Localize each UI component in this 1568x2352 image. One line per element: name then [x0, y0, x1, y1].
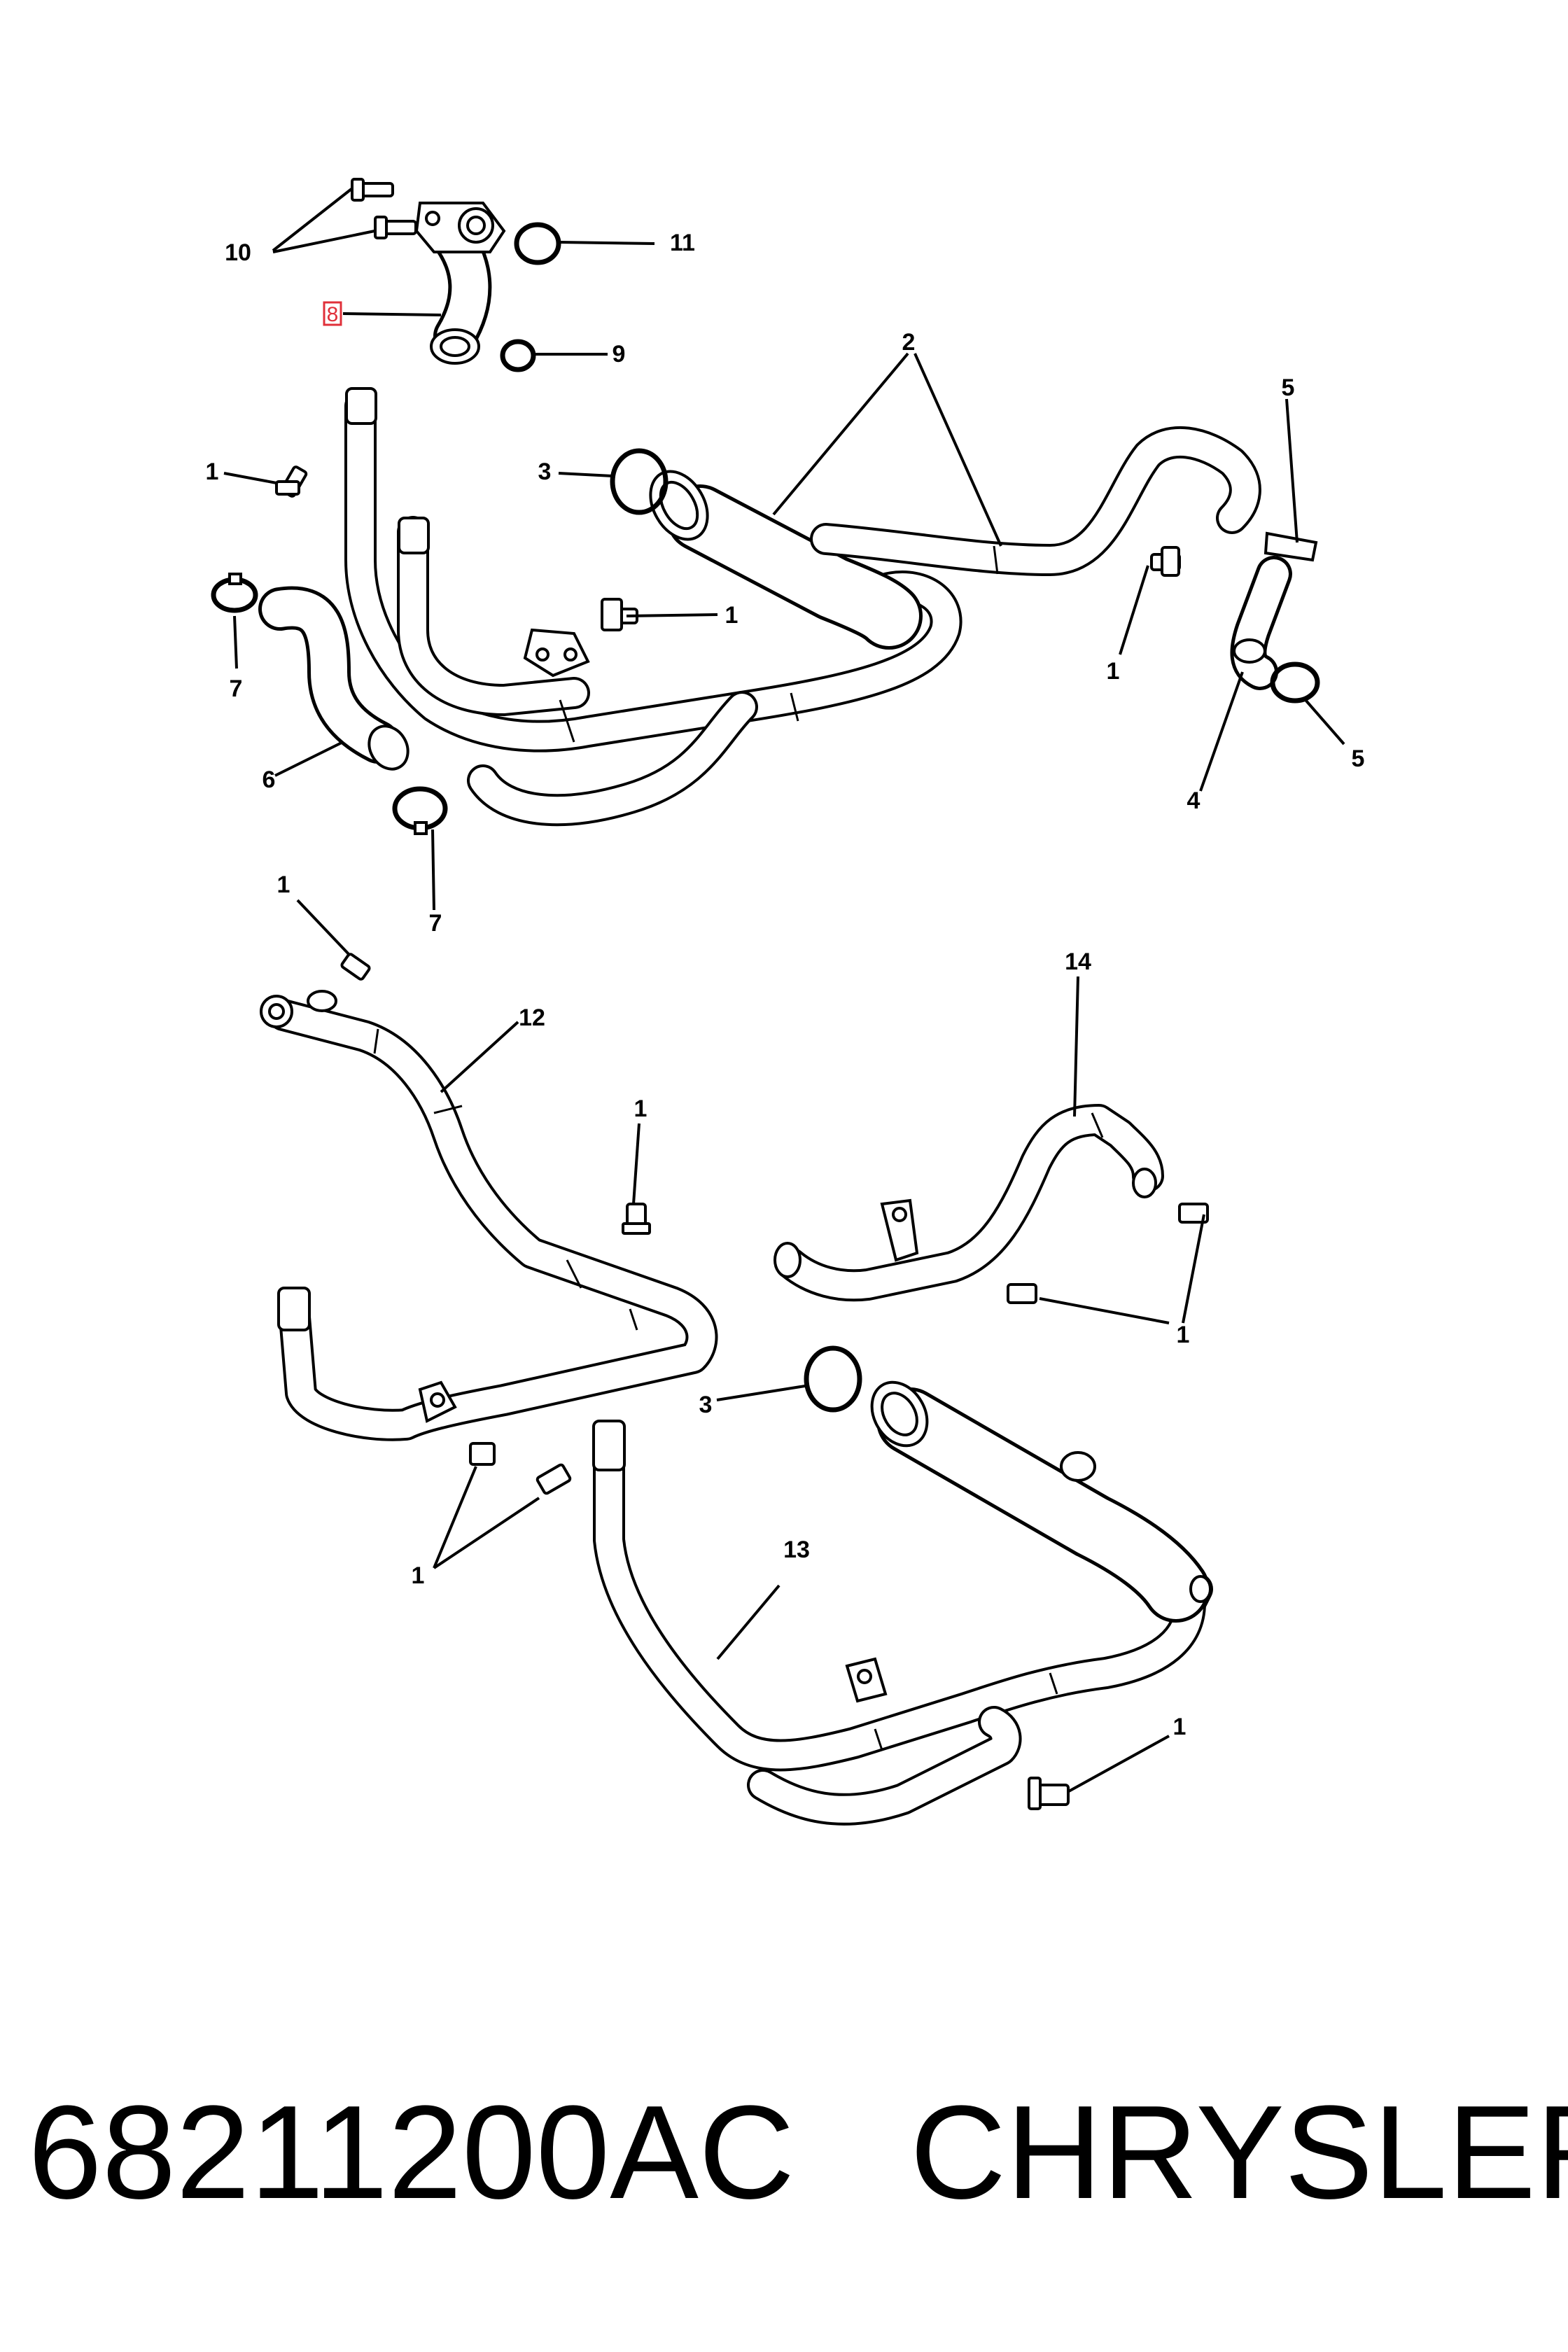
callout-1-12-mid: 1: [634, 1096, 648, 1122]
callout-2: 2: [902, 329, 916, 356]
bolt-1-lower-left-a: [469, 1442, 496, 1466]
hose-6: [258, 586, 410, 771]
bolt-1-13: [1028, 1777, 1070, 1810]
part-number: 68211200AC: [28, 2078, 795, 2227]
callout-4: 4: [1187, 788, 1200, 814]
coolant-tube-13: [592, 1380, 1213, 1826]
callout-1-upper-center: 1: [725, 602, 738, 629]
callout-6: 6: [262, 766, 276, 793]
hose-clamp-5-upper: [1264, 531, 1318, 562]
callout-3-upper: 3: [538, 458, 552, 485]
callout-13: 13: [783, 1536, 810, 1563]
callout-1-12-top: 1: [277, 872, 290, 898]
brand-name: CHRYSLER: [910, 2078, 1568, 2227]
coolant-tube-assembly-2: [344, 387, 1261, 827]
o-ring-9: [500, 339, 536, 372]
bolt-1-upper-center: [601, 598, 638, 631]
callout-5-upper: 5: [1282, 374, 1295, 401]
callout-1-lower-left: 1: [412, 1562, 425, 1589]
bolt-10-upper: [351, 178, 394, 202]
callout-1-upper-right: 1: [1107, 658, 1120, 685]
callout-1-13: 1: [1173, 1714, 1186, 1740]
bolt-1-lower-left-b: [536, 1463, 572, 1495]
outlet-elbow-8: [414, 202, 506, 365]
bolt-1-upper-right: [1150, 546, 1181, 577]
coolant-tube-14: [774, 1104, 1164, 1302]
callout-3-lower: 3: [699, 1392, 713, 1418]
callout-8: 8: [327, 303, 339, 326]
o-ring-3-upper: [610, 448, 668, 515]
callout-5-lower: 5: [1352, 746, 1365, 772]
hose-clamp-7-bottom: [392, 786, 448, 835]
leader-lines: [223, 188, 1345, 1793]
bolt-1-upper-left: [275, 465, 308, 498]
hose-clamp-7-left: [211, 573, 258, 613]
bolt-1-14-right: [1178, 1203, 1209, 1224]
callout-9: 9: [612, 341, 626, 368]
o-ring-11: [514, 222, 561, 265]
hose-clamp-5-lower: [1270, 662, 1320, 704]
o-ring-3-lower: [804, 1345, 862, 1413]
hose-4: [1230, 556, 1292, 690]
callout-7-left: 7: [230, 676, 243, 702]
callout-14: 14: [1065, 948, 1091, 975]
callout-8-highlighted: 8: [323, 301, 342, 326]
bolt-1-14-left: [1007, 1283, 1037, 1304]
callout-7-bottom: 7: [429, 910, 442, 937]
coolant-tube-12: [260, 990, 718, 1441]
callout-11: 11: [670, 230, 695, 256]
bolt-10-lower: [374, 216, 417, 239]
callout-12: 12: [519, 1004, 545, 1031]
callout-1-upper-left: 1: [206, 458, 219, 485]
bolt-1-12-top: [340, 953, 371, 981]
callout-1-14: 1: [1177, 1322, 1190, 1348]
bolt-1-12-mid: [622, 1203, 651, 1235]
callout-10: 10: [225, 239, 251, 266]
